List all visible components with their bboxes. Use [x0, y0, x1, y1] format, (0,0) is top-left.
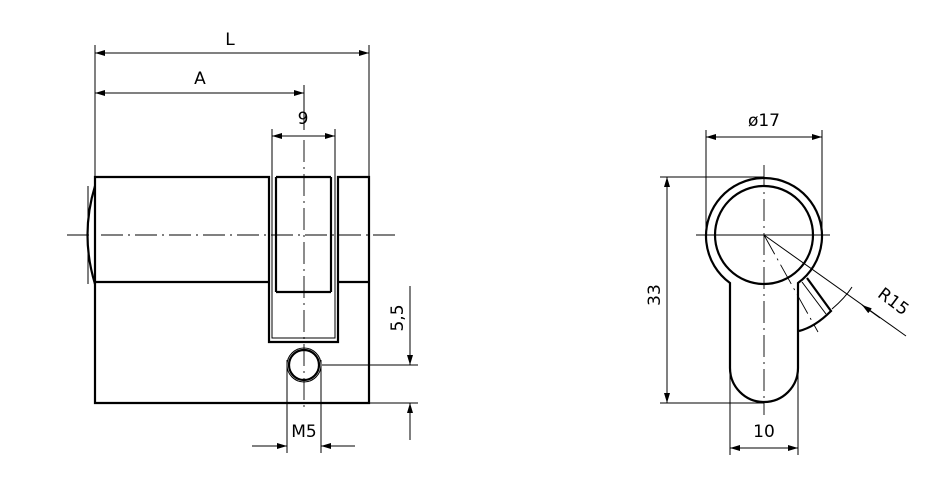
- label-r15: R15: [874, 284, 913, 320]
- label-5-5: 5,5: [388, 304, 408, 331]
- r15-leader: [763, 234, 907, 337]
- front-view: R15 ø17 33 10: [645, 111, 912, 455]
- cam-centerline: [763, 234, 819, 333]
- label-33: 33: [645, 284, 665, 306]
- cylinder-body-outline: [93, 175, 371, 405]
- label-diameter: ø17: [748, 111, 780, 131]
- label-m5: M5: [291, 422, 316, 442]
- cam-slot-inner: [271, 188, 336, 339]
- profile-outline: [704, 176, 824, 404]
- r15-arc: [831, 286, 853, 310]
- label-l: L: [225, 30, 235, 50]
- cam-profile: [798, 277, 833, 333]
- label-9: 9: [298, 109, 309, 129]
- r15-arrow: [861, 304, 881, 319]
- cam-block: [274, 175, 333, 292]
- side-view: L A 9 5,5 M5: [67, 30, 418, 453]
- label-a: A: [194, 69, 206, 89]
- label-10: 10: [753, 422, 775, 442]
- cam-edge: [801, 281, 827, 315]
